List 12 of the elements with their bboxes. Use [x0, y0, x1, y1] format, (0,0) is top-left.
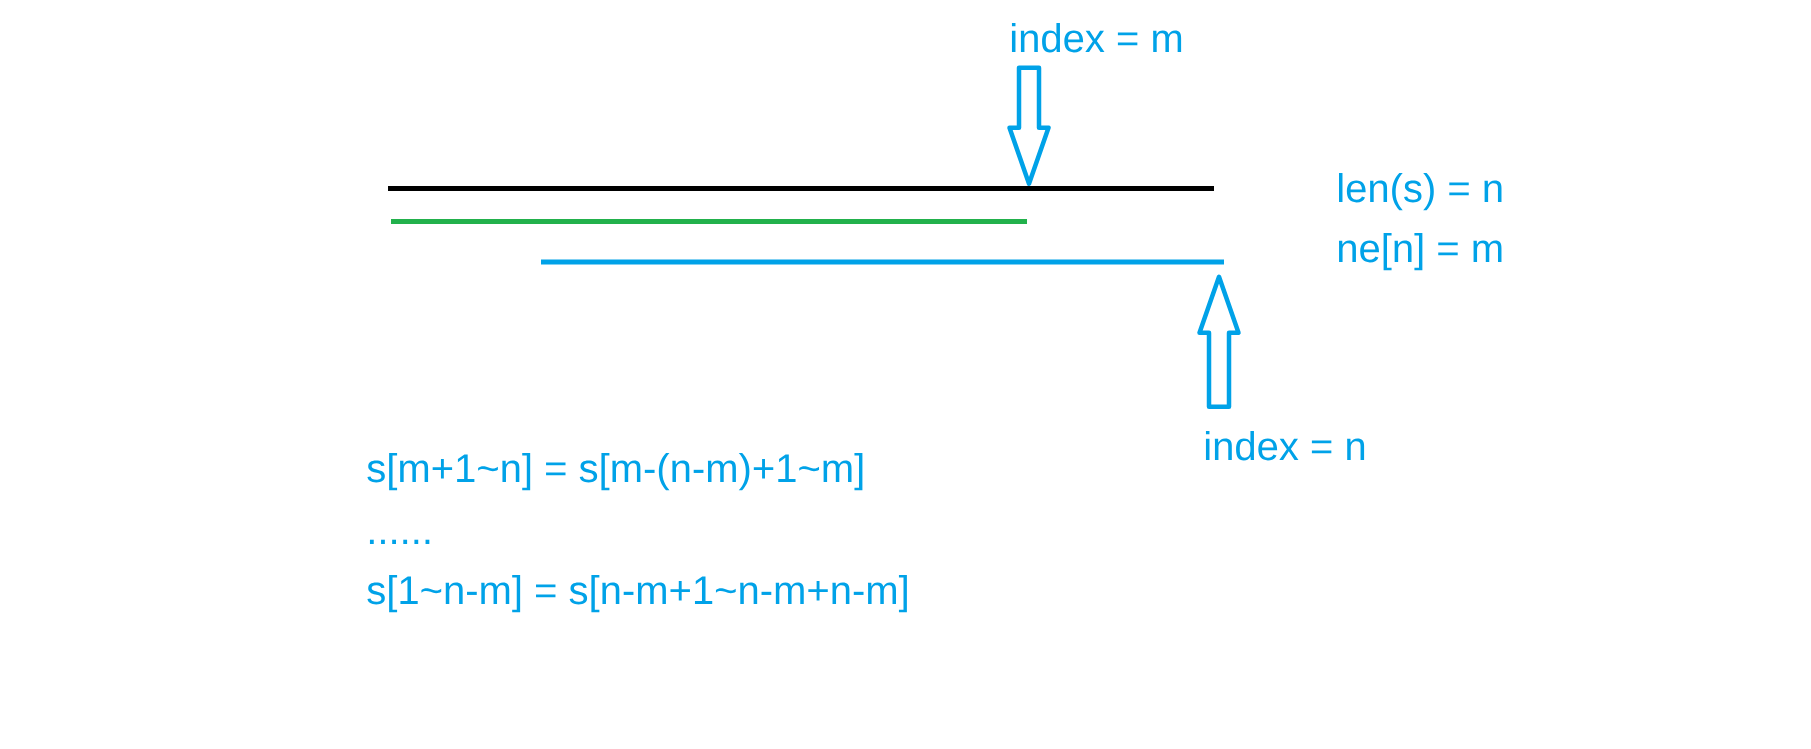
equation-text: len(s) = n [1338, 173, 1502, 211]
ellipsis-text: ...... [369, 539, 430, 544]
index-label: index = m [1011, 23, 1182, 53]
index-label: index = n [1205, 431, 1365, 461]
line-segment [541, 259, 1224, 265]
hollow-arrow [1197, 274, 1241, 409]
line-segment [391, 219, 1027, 224]
equation-text: s[m+1~n] = s[m-(n-m)+1~m] [367, 453, 863, 491]
equation-text: s[1~n-m] = s[n-m+1~n-m+n-m] [367, 575, 907, 613]
equation-text: ne[n] = m [1338, 233, 1502, 271]
line-segment [388, 186, 1214, 191]
hollow-arrow [1007, 65, 1051, 186]
